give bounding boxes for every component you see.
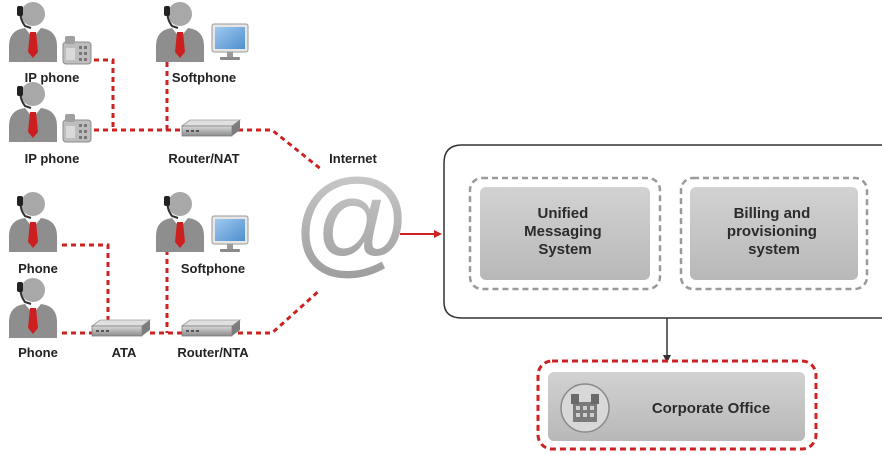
corporate-office-box: Corporate Office [536, 359, 818, 451]
computer-monitor-icon [211, 215, 249, 253]
user-headset-icon [8, 277, 58, 339]
router-nta-icon [181, 319, 241, 337]
services-to-office-arrow [663, 318, 671, 363]
building-icon [560, 383, 610, 433]
phone-label-2: Phone [18, 345, 58, 360]
phone-user-2 [8, 277, 58, 339]
link-ipphone1-down [94, 58, 115, 130]
desk-phone-icon [62, 35, 92, 65]
connection-lines [62, 58, 323, 335]
phone-label-1: Phone [18, 261, 58, 276]
ata-icon [91, 319, 151, 337]
user-headset-icon [155, 191, 205, 253]
user-headset-icon [155, 1, 205, 63]
ip-phone-label-1: IP phone [25, 70, 80, 85]
ip-phone-label-2: IP phone [25, 151, 80, 166]
softphone-user-2 [155, 191, 249, 253]
desk-phone-icon [62, 113, 92, 143]
router-nta-label: Router/NTA [177, 345, 249, 360]
computer-monitor-icon [211, 23, 249, 61]
billing-box: Billing and provisioning system [679, 176, 869, 291]
softphone-label-2: Softphone [181, 261, 245, 276]
link-routernat-internet [238, 128, 323, 172]
corporate-office-label: Corporate Office [652, 400, 770, 417]
user-headset-icon [8, 191, 58, 253]
router-nat-icon [181, 119, 241, 137]
user-headset-icon [8, 81, 58, 143]
internet-label: Internet [329, 151, 377, 166]
internet-to-services-arrow [400, 230, 442, 238]
link-routernta-internet [238, 288, 322, 335]
billing-label: Billing and provisioning system [727, 205, 821, 258]
unified-messaging-box: Unified Messaging System [468, 176, 662, 291]
ip-phone-user-2 [8, 81, 92, 143]
unified-messaging-label: Unified Messaging System [524, 205, 606, 258]
router-nat-label: Router/NAT [168, 151, 239, 166]
user-headset-icon [8, 1, 58, 63]
link-phone1 [62, 243, 110, 320]
phone-user-1 [8, 191, 58, 253]
internet-at-icon: @ [292, 156, 412, 288]
softphone-label-1: Softphone [172, 70, 236, 85]
ip-phone-user-1 [8, 1, 92, 65]
softphone-user-1 [155, 1, 249, 63]
ata-label: ATA [112, 345, 137, 360]
